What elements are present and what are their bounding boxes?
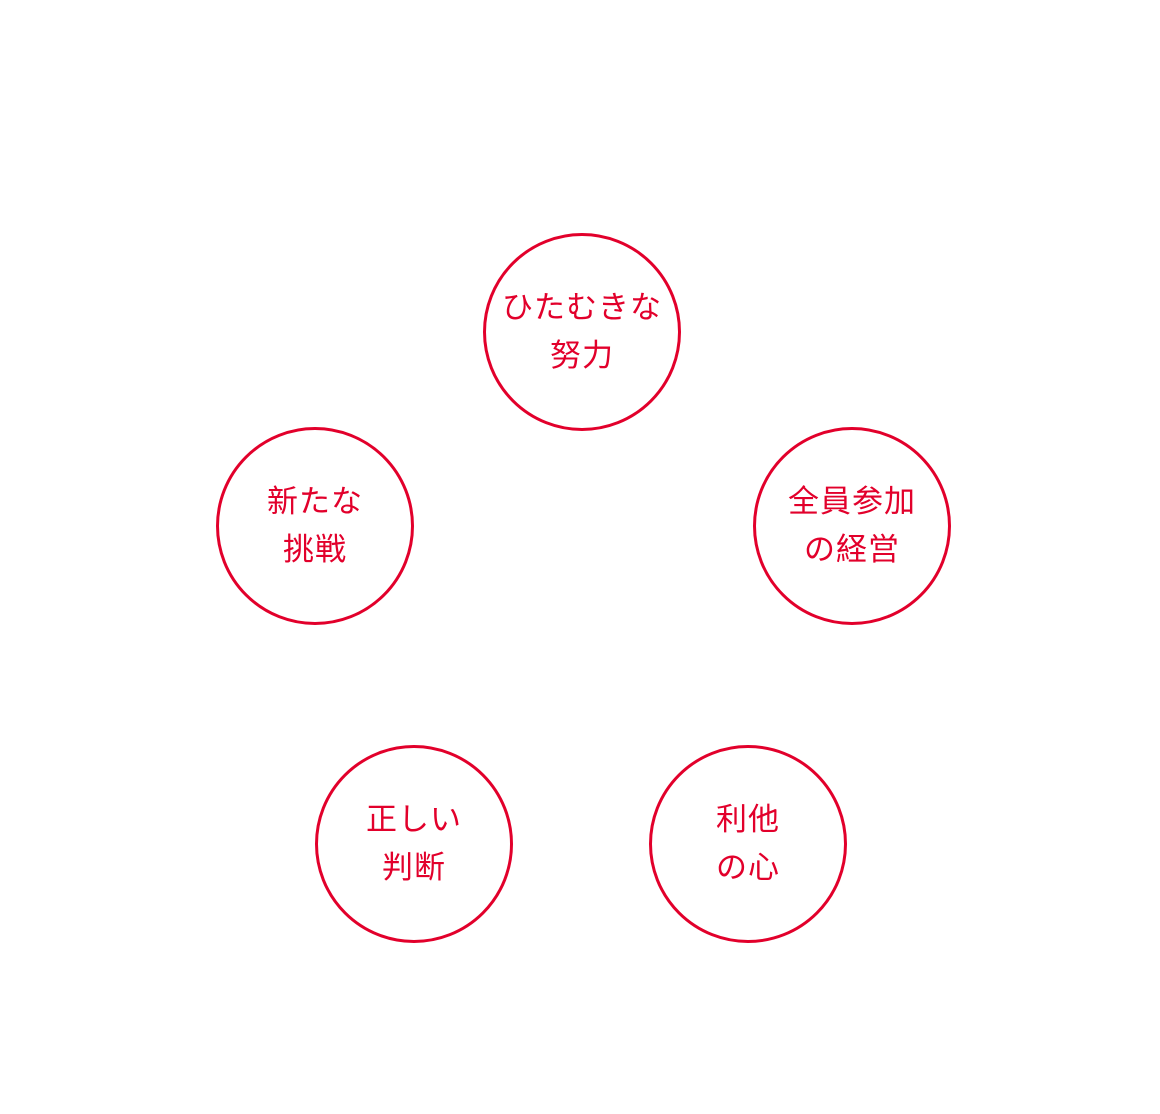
value-label-line1: ひたむきな bbox=[502, 290, 662, 326]
value-circle-altruism: 利他 の心 bbox=[649, 745, 847, 943]
value-label-line2: 努力 bbox=[550, 338, 614, 374]
value-label-line1: 新たな bbox=[267, 484, 363, 520]
value-label-line1: 正しい bbox=[366, 802, 462, 838]
value-label-line2: 判断 bbox=[382, 850, 446, 886]
value-circle-challenge: 新たな 挑戦 bbox=[216, 427, 414, 625]
value-label-line2: の心 bbox=[716, 850, 780, 886]
value-circle-participation: 全員参加 の経営 bbox=[753, 427, 951, 625]
value-circle-effort: ひたむきな 努力 bbox=[483, 233, 681, 431]
value-circle-judgment: 正しい 判断 bbox=[315, 745, 513, 943]
value-label-line2: の経営 bbox=[804, 532, 900, 568]
value-label-line1: 全員参加 bbox=[788, 484, 916, 520]
value-label-line1: 利他 bbox=[716, 802, 780, 838]
value-label-line2: 挑戦 bbox=[283, 532, 347, 568]
